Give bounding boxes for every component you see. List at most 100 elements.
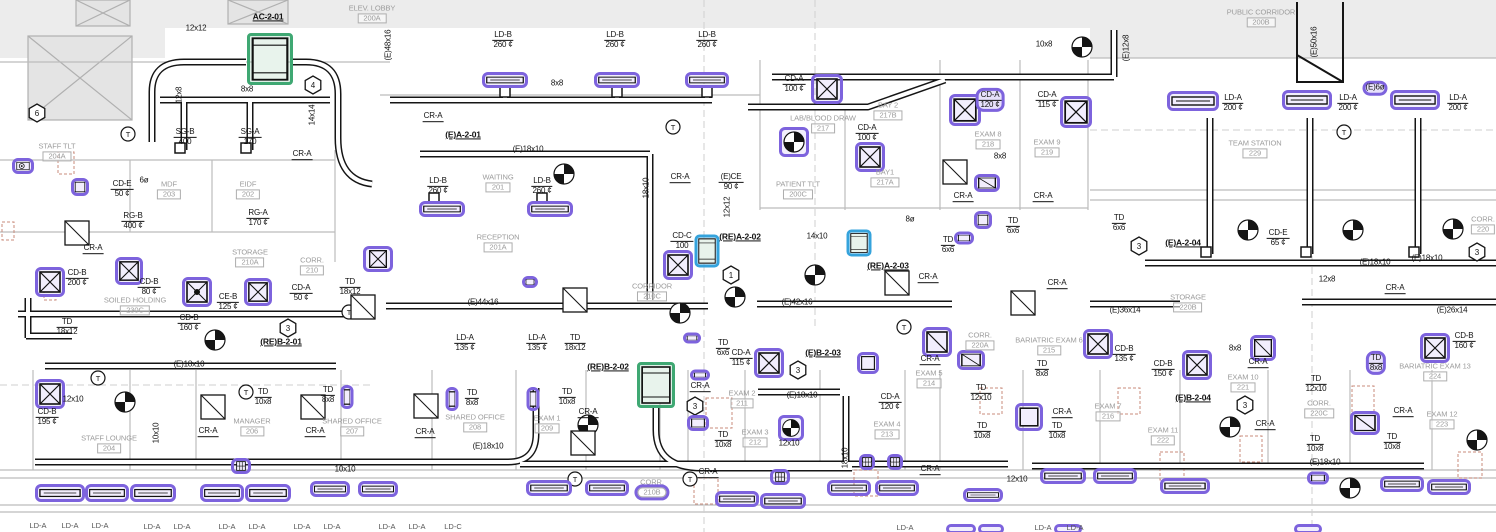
highlight-dot-purple[interactable] [182,277,212,307]
highlight-linear-purple[interactable] [310,481,350,497]
highlight-linear-purple[interactable] [35,484,85,502]
highlight-pill-purple[interactable] [946,524,976,532]
device-code: CD-A [978,89,1002,101]
highlight-small-purple[interactable] [857,352,879,374]
highlight-linear-purple[interactable] [1093,468,1137,484]
highlight-linear-purple[interactable] [526,480,572,496]
highlight-x-purple[interactable] [855,142,885,172]
room-name: MDF [161,179,177,189]
highlight-small-purple[interactable] [687,415,709,431]
quadrant-fill [670,313,680,323]
highlight-x-purple[interactable] [663,250,693,280]
highlight-linear-purple[interactable] [715,491,759,507]
highlight-small-purple[interactable] [974,211,992,229]
highlight-grid-purple[interactable] [887,454,903,470]
highlight-small-purple[interactable] [445,387,459,411]
highlight-linear-purple[interactable] [594,72,640,88]
ceiling-register-label: CR-A [414,427,436,438]
highlight-linear-purple[interactable] [200,484,244,502]
highlight-diag-purple[interactable] [1350,411,1380,435]
highlight-linear-purple[interactable] [1390,90,1440,110]
highlight-linear-purple[interactable] [827,480,871,496]
highlight-x-purple[interactable] [1083,329,1113,359]
highlight-linear-purple[interactable] [527,201,573,217]
highlight-grid-purple[interactable] [770,469,790,485]
highlight-unit-green[interactable] [637,362,675,408]
highlight-quad-purple[interactable] [778,415,804,441]
device-code: LD-B [531,175,553,187]
highlight-x-purple[interactable] [244,278,272,306]
highlight-unit-green[interactable] [247,33,293,85]
room-name: PUBLIC CORRIDOR [1226,7,1296,17]
highlight-pill-purple[interactable] [978,524,1004,532]
highlight-small-purple[interactable] [526,387,540,411]
thermostat-symbol [120,126,136,142]
highlight-linear-purple[interactable] [85,484,129,502]
room-number: 208 [462,422,488,433]
highlight-linear-purple[interactable] [1160,478,1210,494]
highlight-x-purple[interactable] [115,257,143,285]
highlight-small-purple[interactable] [954,231,974,245]
duct-size-label: (E)44x16 [467,297,499,307]
ceiling-register-label: CR-A [1384,283,1406,294]
highlight-x-purple[interactable] [1182,350,1212,380]
highlight-linear-purple[interactable] [482,72,528,88]
highlight-diag-purple[interactable] [957,350,985,370]
highlight-grid-purple[interactable] [859,454,875,470]
highlight-small-purple[interactable] [1307,471,1329,485]
highlight-x-purple[interactable] [949,94,981,126]
highlight-diag-purple[interactable] [974,174,1000,192]
highlight-linear-purple[interactable] [130,484,176,502]
highlight-linear-purple[interactable] [963,488,1003,502]
highlight-small-purple[interactable] [340,385,354,409]
highlight-device-blue[interactable] [694,234,720,268]
highlight-x-purple[interactable] [35,379,65,409]
device-cfm: 125 ¢ [218,301,238,311]
highlight-linear-purple[interactable] [685,72,729,88]
highlight-linear-purple[interactable] [245,484,291,502]
highlight-linear-purple[interactable] [1167,91,1219,111]
highlight-x-purple[interactable] [754,348,784,378]
ceiling-register-label: CR-A [919,354,941,365]
highlight-linear-purple[interactable] [358,481,398,497]
highlight-x-purple[interactable] [363,246,393,272]
device-cfm: 260 ¢ [532,185,552,195]
highlight-x-purple[interactable] [1060,96,1092,128]
highlight-small-purple[interactable] [690,369,710,381]
highlight-linear-purple[interactable] [1282,90,1332,110]
highlight-linear-purple[interactable] [875,480,919,496]
highlight-x-purple[interactable] [1420,333,1450,363]
highlight-grid-purple[interactable] [231,458,251,474]
highlight-device-blue[interactable] [846,229,872,257]
linear-diffuser-label: LD-A [1066,522,1084,532]
thermostat-letter: T [244,388,249,397]
highlight-linear-purple[interactable] [419,201,465,217]
highlight-linear-purple[interactable] [1380,476,1424,492]
highlight-diag-purple[interactable] [1250,335,1276,361]
highlight-small-purple[interactable] [522,276,538,288]
highlight-linear-purple[interactable] [760,493,806,509]
highlight-camera-purple[interactable] [12,158,34,174]
highlight-x-purple[interactable] [811,74,843,104]
highlight-pill-purple[interactable] [1294,524,1322,532]
highlight-linear-purple[interactable] [585,480,629,496]
highlight-quad-purple[interactable] [779,127,809,157]
highlight-small-purple[interactable] [71,178,89,196]
highlight-diag-purple[interactable] [922,327,952,357]
room-name: CORR. [968,330,992,340]
room-label: CORR.220C [1304,399,1334,419]
highlight-x-purple[interactable] [35,267,65,297]
diffuser-diagonal [413,393,439,419]
highlight-small-purple[interactable] [1015,403,1043,431]
highlight-small-purple[interactable] [683,332,701,344]
duct-stub [1200,246,1212,258]
highlight-linear-purple[interactable] [1040,468,1086,484]
highlight-linear-purple[interactable] [1427,479,1471,495]
